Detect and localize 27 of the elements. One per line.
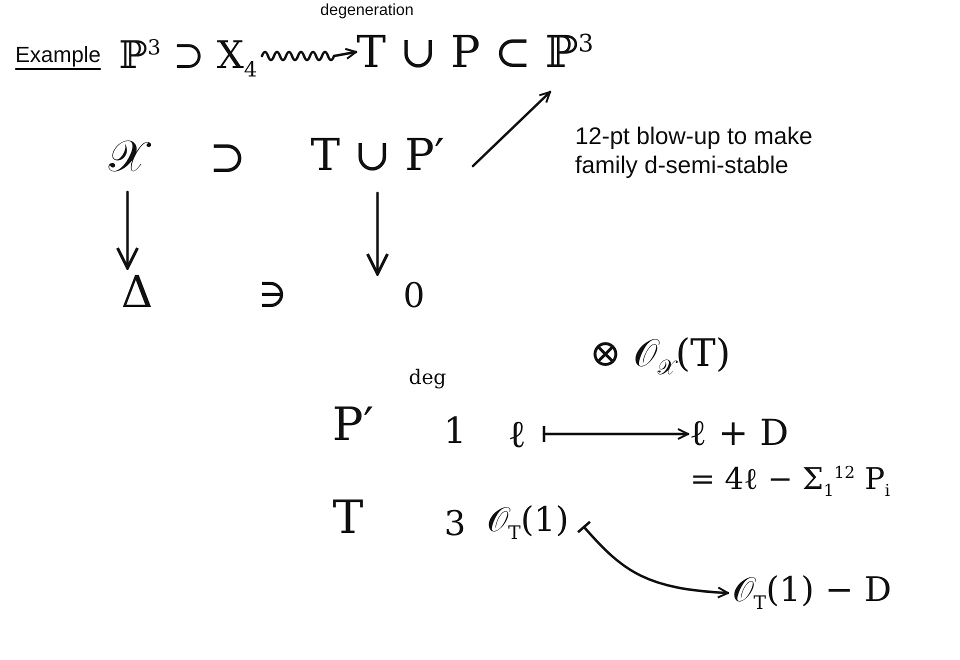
math-symbol: T <box>332 490 364 546</box>
table-cell-text: 3 <box>443 502 467 546</box>
math-expression: ℓ + D <box>692 412 786 456</box>
math-symbol: P′ <box>331 398 375 452</box>
math-expression: ℓ <box>500 412 534 456</box>
math-expression: Δ <box>112 272 162 314</box>
edge-label: degeneration <box>319 1 415 22</box>
mapsto-arrow <box>576 520 730 598</box>
math-symbol: ∋ <box>256 274 288 314</box>
math-symbol: ⊃ <box>208 132 247 184</box>
arrow <box>116 190 139 270</box>
math-expression: ⊗ 𝒪$_{𝒳}$(T) <box>588 330 732 382</box>
math-expression: = 4ℓ − Σ$_{1}$$^{12}$ P$_{i}$ <box>690 460 890 502</box>
math-expression: 𝒪$_{T}$(1) <box>478 500 578 546</box>
heading: Example <box>14 40 102 69</box>
arrow <box>366 192 389 276</box>
edge-label: 12-pt blow-up to make family d-semi-stable <box>575 122 814 181</box>
arrow <box>260 48 358 62</box>
arrow <box>472 90 552 168</box>
math-expression: 𝒪$_{T}$(1) − D <box>732 570 892 616</box>
mapsto-arrow <box>542 424 690 444</box>
column-heading: deg <box>408 364 448 391</box>
math-expression: T ∪ P′ <box>290 125 465 187</box>
table-cell-text: 1 <box>442 410 468 454</box>
math-expression: 0 <box>400 278 428 314</box>
math-expression: ℙ$^{3}$ ⊃ X$_{4}$ <box>118 28 258 88</box>
math-expression: 𝒳 <box>100 128 155 186</box>
